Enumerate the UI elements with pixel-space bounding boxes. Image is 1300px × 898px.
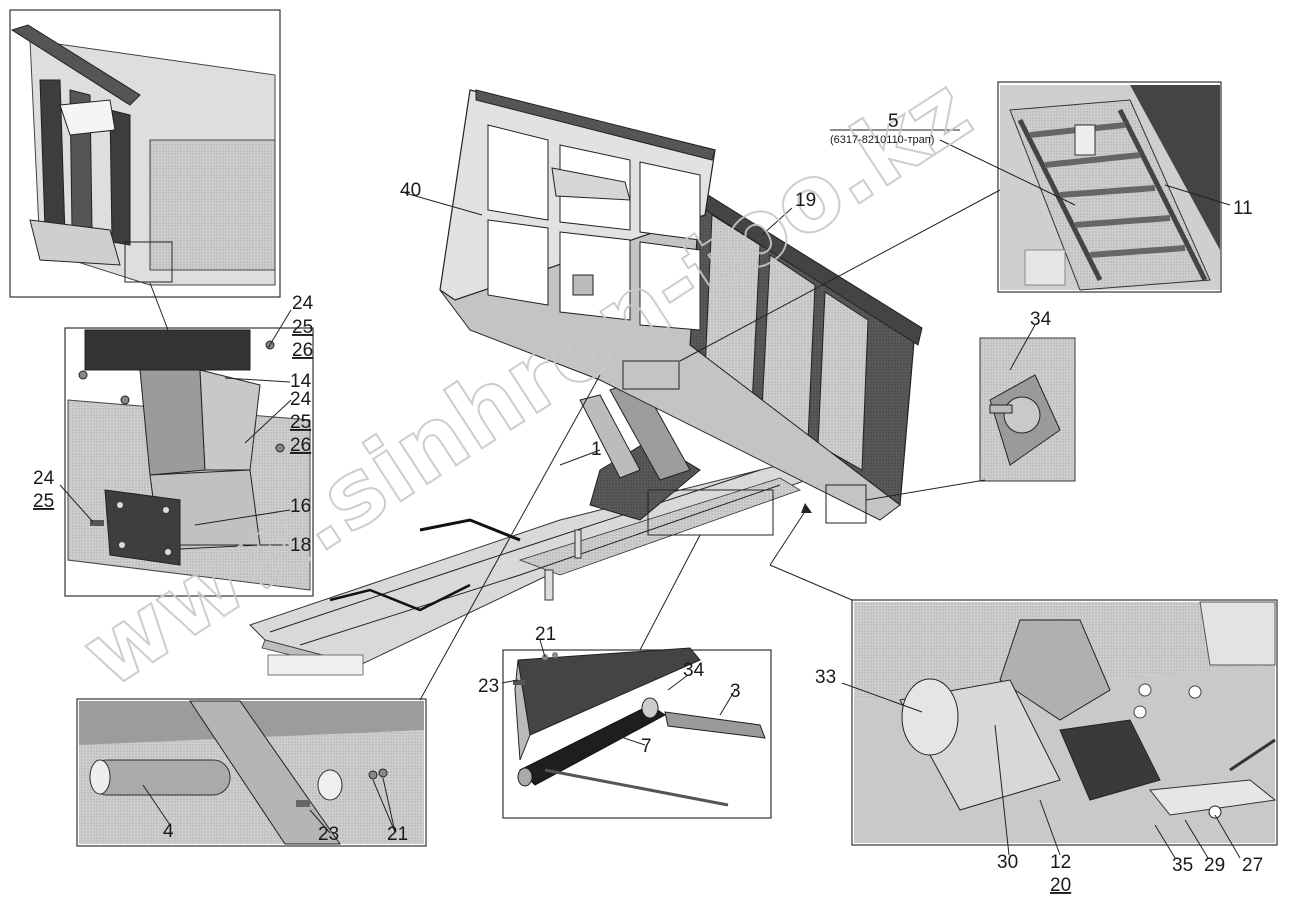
callout-connectors <box>149 189 1001 701</box>
detail-panel-tailgate-latch <box>9 9 281 298</box>
label-34-top: 34 <box>1030 309 1052 330</box>
label-34-mid: 34 <box>683 660 705 681</box>
label-23-bot: 23 <box>318 824 339 845</box>
label-11: 11 <box>1233 198 1253 219</box>
label-19: 19 <box>795 190 816 211</box>
label-24-a: 24 <box>292 293 314 314</box>
detail-panel-mounting-plate <box>64 327 314 597</box>
detail-panel-pivot-pin <box>76 698 427 847</box>
label-35: 35 <box>1172 855 1193 876</box>
label-18: 18 <box>290 535 311 556</box>
label-4: 4 <box>163 821 174 842</box>
dump-body <box>439 89 923 521</box>
chassis-frame <box>249 454 836 676</box>
label-14: 14 <box>290 371 312 392</box>
label-5-sub: (6317-8210110-трап) <box>830 134 934 146</box>
label-29: 29 <box>1204 855 1225 876</box>
detail-panel-ladder <box>997 81 1222 293</box>
label-12: 12 <box>1050 852 1071 873</box>
label-27: 27 <box>1242 855 1263 876</box>
label-7: 7 <box>641 736 652 757</box>
detail-panel-hinge-pin <box>502 647 772 819</box>
label-1: 1 <box>591 439 602 460</box>
label-16: 16 <box>290 496 311 517</box>
label-5: 5 <box>888 111 899 132</box>
part-labels: 40 19 5 (6317-8210110-трап) 11 34 24 25 … <box>33 111 1263 896</box>
lift-mechanism <box>579 379 701 521</box>
label-33: 33 <box>815 667 836 688</box>
label-25-b: 25 <box>290 412 311 433</box>
label-21-bot: 21 <box>387 824 408 845</box>
label-24-c: 24 <box>33 468 55 489</box>
label-25-a: 25 <box>292 317 313 338</box>
label-30: 30 <box>997 852 1018 873</box>
label-20: 20 <box>1050 875 1071 896</box>
label-3: 3 <box>730 681 741 702</box>
label-26-b: 26 <box>290 435 311 456</box>
leader-lines <box>59 129 1241 859</box>
label-25-c: 25 <box>33 491 54 512</box>
detail-panel-cylinder-mount <box>851 599 1278 846</box>
label-24-b: 24 <box>290 389 312 410</box>
label-40: 40 <box>400 180 421 201</box>
label-26-a: 26 <box>292 340 313 361</box>
label-21-mid: 21 <box>535 624 556 645</box>
label-23-mid: 23 <box>478 676 499 697</box>
detail-panel-flange <box>979 337 1076 482</box>
